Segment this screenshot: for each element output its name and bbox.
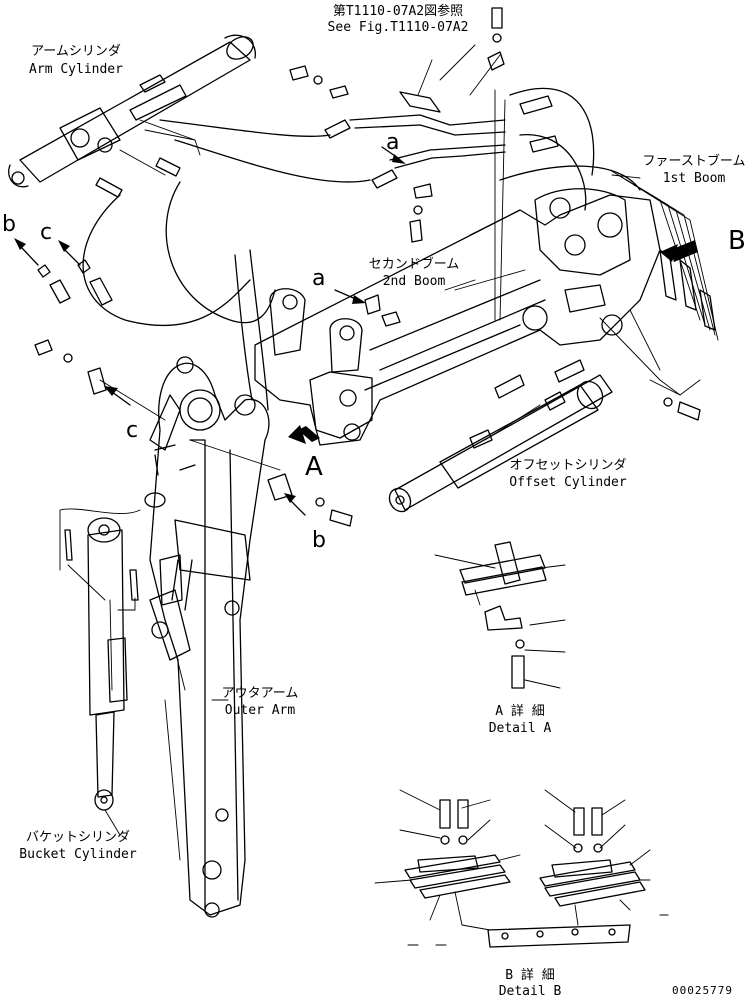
detail-b-label-en: Detail B	[498, 984, 562, 999]
arm-cylinder-label-en: Arm Cylinder	[29, 62, 123, 77]
bucket-cylinder	[59, 492, 166, 811]
callout-b-left: b	[2, 212, 16, 237]
outer-arm	[149, 356, 270, 918]
hose-lines	[82, 44, 595, 411]
clip-a	[364, 294, 401, 327]
leader-lines	[104, 129, 641, 836]
boom-assembly	[254, 165, 719, 446]
second-boom-label-en: 2nd Boom	[382, 274, 446, 289]
hose-fittings	[289, 7, 559, 243]
outer-arm-label-en: Outer Arm	[224, 703, 296, 718]
reference-label-en: See Fig.T1110-07A2	[327, 20, 469, 35]
detail-a-label-ja: A 詳 細	[495, 704, 545, 719]
bucket-cylinder-label-en: Bucket Cylinder	[19, 847, 137, 862]
bucket-cylinder-label-ja: バケットシリンダ	[25, 830, 131, 845]
first-boom-label-en: 1st Boom	[662, 171, 726, 186]
offset-cylinder	[388, 359, 613, 513]
first-boom-label-ja: ファーストブーム	[642, 154, 746, 169]
callout-b-arm: b	[312, 528, 326, 553]
callout-c-arm: c	[126, 418, 139, 443]
drawing-number: 00025779	[672, 984, 733, 997]
outer-arm-label-ja: アウタアーム	[221, 686, 299, 701]
detail-b-label-ja: B 詳 細	[505, 968, 555, 983]
left-fittings	[34, 259, 281, 471]
detail-b-drawing	[374, 789, 669, 948]
offset-cylinder-label-ja: オフセットシリンダ	[509, 458, 627, 473]
detail-a-label-en: Detail A	[488, 721, 552, 736]
callout-a-boom: a	[312, 266, 326, 291]
detail-a-drawing	[434, 541, 566, 689]
reference-label-ja: 第T1110-07A2図参照	[332, 4, 464, 19]
view-a-marker: A	[305, 452, 323, 482]
callout-a-top: a	[386, 130, 400, 155]
offset-cylinder-label-en: Offset Cylinder	[509, 475, 627, 490]
arm-cylinder-label-ja: アームシリンダ	[31, 44, 121, 59]
second-boom-label-ja: セカンドブーム	[368, 257, 460, 272]
callout-c-left: c	[40, 220, 53, 245]
arrows	[14, 146, 698, 516]
offset-bolt	[663, 397, 701, 421]
view-b-marker: B	[728, 226, 746, 256]
